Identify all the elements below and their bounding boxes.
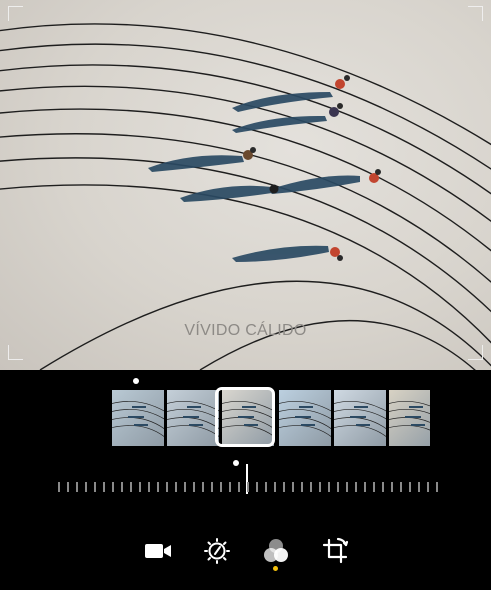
slider-tick xyxy=(355,482,357,492)
slider-tick xyxy=(337,482,339,492)
selected-filter-frame xyxy=(215,387,275,447)
filter-strip[interactable] xyxy=(112,390,430,446)
slider-tick xyxy=(283,482,285,492)
filter-thumbnail[interactable] xyxy=(389,390,430,446)
slider-tick xyxy=(265,482,267,492)
slider-tick xyxy=(175,482,177,492)
slider-tick xyxy=(391,482,393,492)
crop-button[interactable] xyxy=(318,534,352,568)
slider-tick xyxy=(328,482,330,492)
slider-tick xyxy=(193,482,195,492)
video-icon xyxy=(145,544,171,558)
crop-corner-top-left xyxy=(8,6,23,21)
filter-thumbnail[interactable] xyxy=(222,390,274,446)
filter-thumbnail[interactable] xyxy=(279,390,331,446)
slider-tick xyxy=(166,482,168,492)
slider-tick xyxy=(238,482,240,492)
slider-tick xyxy=(211,482,213,492)
slider-tick xyxy=(301,482,303,492)
crop-corner-bottom-right xyxy=(468,345,483,360)
crop-corner-top-right xyxy=(468,6,483,21)
filters-icon xyxy=(264,539,288,562)
filters-button[interactable] xyxy=(259,534,293,568)
slider-tick xyxy=(220,482,222,492)
slider-tick xyxy=(346,482,348,492)
adjust-button[interactable] xyxy=(200,534,234,568)
slider-tick xyxy=(409,482,411,492)
crop-corner-bottom-left xyxy=(8,345,23,360)
slider-tick xyxy=(202,482,204,492)
slider-tick xyxy=(382,482,384,492)
slider-tick xyxy=(121,482,123,492)
filter-thumbnail[interactable] xyxy=(112,390,164,446)
slider-tick xyxy=(427,482,429,492)
slider-tick xyxy=(94,482,96,492)
filter-name-label: VÍVIDO CÁLIDO xyxy=(184,322,307,339)
photo-image xyxy=(0,23,491,370)
slider-tick xyxy=(130,482,132,492)
slider-tick xyxy=(139,482,141,492)
slider-tick xyxy=(256,482,258,492)
slider-tick xyxy=(247,482,249,492)
slider-tick xyxy=(112,482,114,492)
slider-tick xyxy=(373,482,375,492)
video-button[interactable] xyxy=(141,534,175,568)
filter-thumbnail[interactable] xyxy=(167,390,219,446)
slider-tick xyxy=(418,482,420,492)
slider-tick xyxy=(184,482,186,492)
slider-tick xyxy=(76,482,78,492)
slider-tick xyxy=(319,482,321,492)
slider-tick xyxy=(400,482,402,492)
slider-tick xyxy=(67,482,69,492)
crop-rotate-icon xyxy=(322,537,349,564)
slider-tick xyxy=(229,482,231,492)
slider-tick xyxy=(148,482,150,492)
slider-tick xyxy=(103,482,105,492)
photo-preview[interactable]: VÍVIDO CÁLIDO xyxy=(0,0,491,370)
active-tool-indicator xyxy=(273,566,278,571)
slider-tick xyxy=(364,482,366,492)
slider-thumb[interactable] xyxy=(246,464,248,494)
intensity-slider[interactable] xyxy=(58,464,438,496)
adjust-dial-icon xyxy=(204,538,230,564)
slider-tick xyxy=(310,482,312,492)
slider-tick xyxy=(436,482,438,492)
original-marker-dot xyxy=(133,378,139,384)
slider-tick xyxy=(157,482,159,492)
slider-tick xyxy=(58,482,60,492)
slider-default-dot xyxy=(233,460,239,466)
slider-tick xyxy=(274,482,276,492)
slider-tick xyxy=(292,482,294,492)
slider-tick xyxy=(85,482,87,492)
filter-thumbnail[interactable] xyxy=(334,390,386,446)
